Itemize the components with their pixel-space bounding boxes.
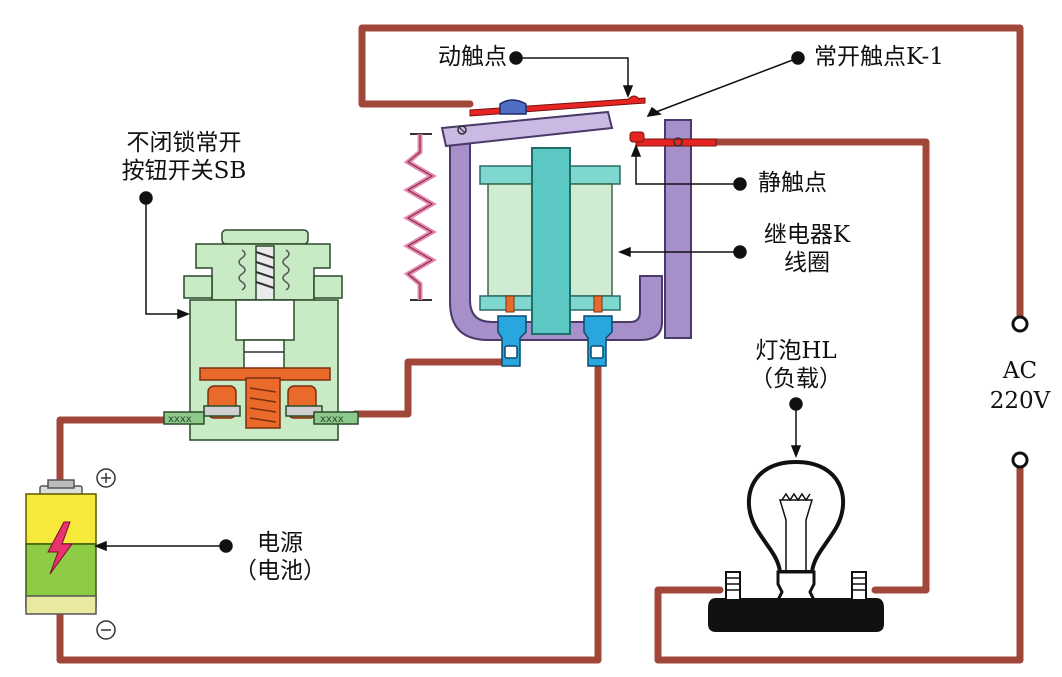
label-relay-coil-line2: 线圈 [784,250,830,276]
coil-terminal-left [497,315,527,367]
moving-contact-arm [469,97,646,117]
wire-coil-to-battery [56,358,602,664]
label-power-line2: （电池） [234,558,326,584]
relay-armature [440,110,614,148]
moving-contact-tip [627,95,641,101]
bulb-glass [746,459,846,574]
plus-circle-icon [96,468,116,488]
wire-static-to-bulb [701,138,930,594]
battery [25,468,116,640]
label-relay-coil-line1: 继电器K [763,222,851,248]
label-ac-line1: AC [1002,358,1038,384]
relay-right-bar [664,119,692,339]
relay-core [531,147,571,335]
ac-terminal-bottom [1011,451,1029,469]
relay [403,95,717,367]
label-button-line1: 不闭锁常开 [126,130,242,156]
light-bulb [708,459,884,632]
armature-knob [499,99,527,115]
button-terminal-right [313,411,359,425]
label-bulb-line1: 灯泡HL [755,338,837,364]
leader-lines [93,51,805,553]
svg-text:xxxx: xxxx [320,414,344,425]
svg-text:xxxx: xxxx [168,414,192,425]
label-bulb-line2: （负载） [750,366,842,392]
button-terminal-left [163,411,205,425]
static-contact [629,131,645,143]
wire-battery-to-button [56,416,168,492]
wire-button-to-coil [351,358,516,418]
label-static-contact: 静触点 [758,170,827,196]
ac-terminal-top [1011,315,1029,333]
push-button-switch: xxxx xxxx [163,229,359,441]
wire-top-loop [358,24,1024,322]
label-button-line2: 按钮开关SB [121,158,247,184]
label-ac-line2: 220V [989,388,1051,414]
lightning-icon [47,521,73,575]
label-power-line1: 电源 [257,530,303,556]
button-cap [221,229,309,245]
wires [56,24,1024,664]
label-normally-open-contact: 常开触点K-1 [814,44,944,70]
minus-circle-icon [96,620,116,640]
bulb-base [708,598,884,632]
label-moving-contact: 动触点 [438,44,507,70]
relay-frame [449,139,663,341]
wire-ac-bottom [654,462,1024,664]
coil-terminal-right [583,315,613,367]
